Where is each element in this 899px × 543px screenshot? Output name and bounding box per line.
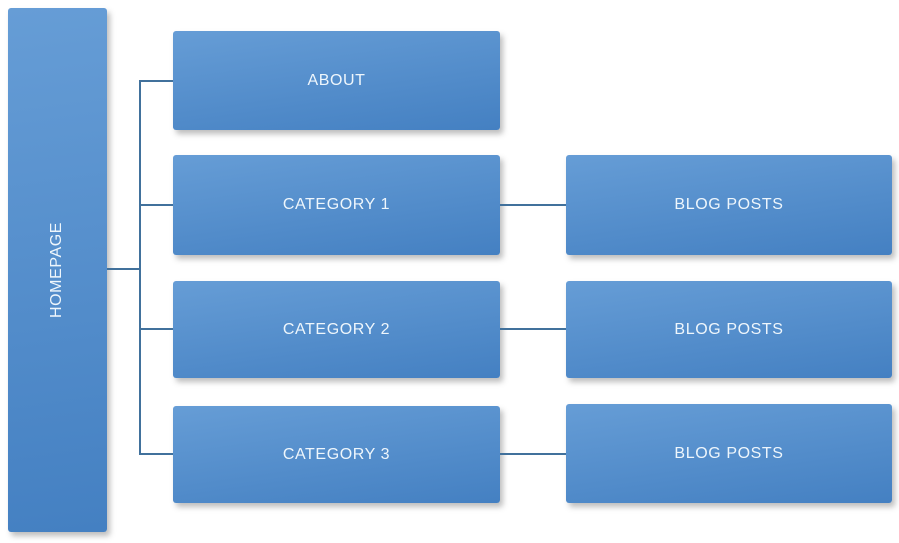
node-category-2: CATEGORY 2 [173, 281, 500, 378]
connector-category-2-to-blog-posts [500, 328, 566, 330]
connector-category-1-to-blog-posts [500, 204, 566, 206]
node-about: ABOUT [173, 31, 500, 130]
connector-homepage-to-spine [107, 268, 140, 270]
node-category-1: CATEGORY 1 [173, 155, 500, 255]
connector-spine-to-category-3 [139, 453, 173, 455]
node-blog-posts-1-label: BLOG POSTS [674, 196, 784, 213]
node-category-3: CATEGORY 3 [173, 406, 500, 503]
node-blog-posts-2: BLOG POSTS [566, 281, 892, 378]
node-category-1-label: CATEGORY 1 [282, 196, 391, 213]
connector-spine-to-category-1 [139, 204, 173, 206]
connector-category-3-to-blog-posts [500, 453, 566, 455]
node-blog-posts-2-label: BLOG POSTS [674, 320, 784, 338]
connector-spine-to-about [139, 80, 173, 82]
node-homepage-label: HOMEPAGE [48, 221, 66, 319]
connector-spine-to-category-2 [139, 328, 173, 330]
node-blog-posts-3: BLOG POSTS [566, 404, 892, 503]
node-category-3-label: CATEGORY 3 [282, 445, 391, 463]
connector-spine [139, 80, 141, 455]
node-homepage: HOMEPAGE [8, 8, 107, 532]
node-blog-posts-3-label: BLOG POSTS [674, 444, 784, 462]
node-blog-posts-1: BLOG POSTS [566, 155, 892, 255]
node-about-label: ABOUT [307, 71, 366, 89]
node-category-2-label: CATEGORY 2 [282, 320, 391, 338]
